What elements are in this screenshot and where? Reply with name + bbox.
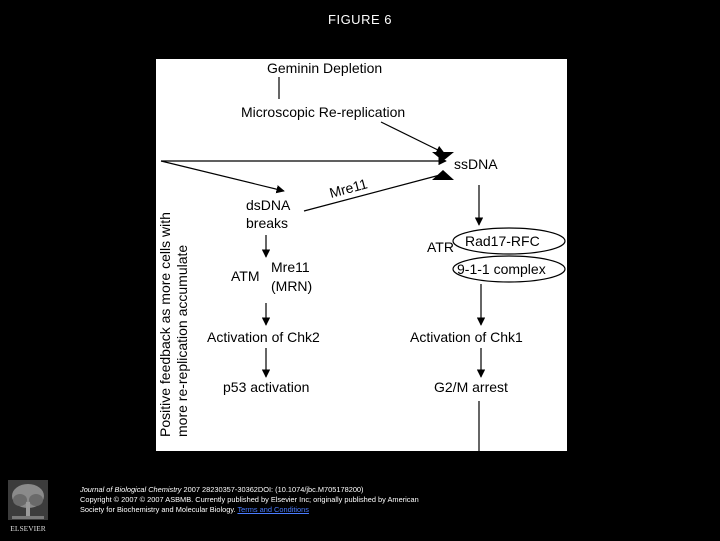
- node-ssdna: ssDNA: [454, 156, 498, 172]
- edge-label-mre11: Mre11: [328, 175, 370, 201]
- terms-and-conditions-link[interactable]: Terms and Conditions: [237, 505, 309, 514]
- node-geminin-depletion: Geminin Depletion: [267, 60, 382, 76]
- feedback-to-dsdna: [160, 160, 285, 194]
- node-activation-chk1: Activation of Chk1: [410, 329, 523, 345]
- node-microscopic-rereplication: Microscopic Re-replication: [241, 104, 405, 120]
- copyright-line: Copyright © 2007 © 2007 ASBMB. Currently…: [80, 495, 419, 504]
- ssdna-arrowhead-bottom: [432, 170, 454, 180]
- node-mre11-line1: Mre11: [271, 259, 310, 275]
- node-atr: ATR: [427, 239, 454, 255]
- elsevier-logo: ELSEVIER: [6, 478, 50, 536]
- journal-name: Journal of Biological Chemistry: [80, 485, 182, 494]
- society-line: Society for Biochemistry and Molecular B…: [80, 505, 700, 515]
- citation-line: Journal of Biological Chemistry 2007 282…: [80, 485, 700, 495]
- feedback-label-line1: Positive feedback as more cells with: [157, 212, 173, 437]
- node-rad17-rfc: Rad17-RFC: [465, 233, 540, 249]
- feedback-label-line2: more re-replication accumulate: [174, 245, 190, 437]
- node-911-complex: 9-1-1 complex: [457, 261, 546, 277]
- elsevier-wordmark: ELSEVIER: [10, 524, 45, 533]
- citation-details: 2007 28230357-30362DOI: (10.1074/jbc.M70…: [181, 485, 364, 494]
- complex911-oval: [452, 255, 566, 283]
- arrow-rerep-to-ssdna: [380, 121, 445, 154]
- node-dsdna-line1: dsDNA: [246, 197, 291, 213]
- rad17-oval: [452, 227, 566, 255]
- society-text: Society for Biochemistry and Molecular B…: [80, 505, 236, 514]
- node-atm: ATM: [231, 268, 260, 284]
- ssdna-arrowhead-top: [432, 152, 454, 161]
- citation-block: Journal of Biological Chemistry 2007 282…: [80, 485, 700, 515]
- node-p53-activation: p53 activation: [223, 379, 309, 395]
- mre11-edge-upper: [303, 174, 441, 212]
- pathway-diagram: Geminin Depletion Microscopic Re-replica…: [156, 59, 567, 451]
- node-mre11-line2: (MRN): [271, 278, 312, 294]
- node-dsdna-line2: breaks: [246, 215, 288, 231]
- node-g2m-arrest: G2/M arrest: [434, 379, 508, 395]
- figure-title: FIGURE 6: [328, 12, 392, 27]
- node-activation-chk2: Activation of Chk2: [207, 329, 320, 345]
